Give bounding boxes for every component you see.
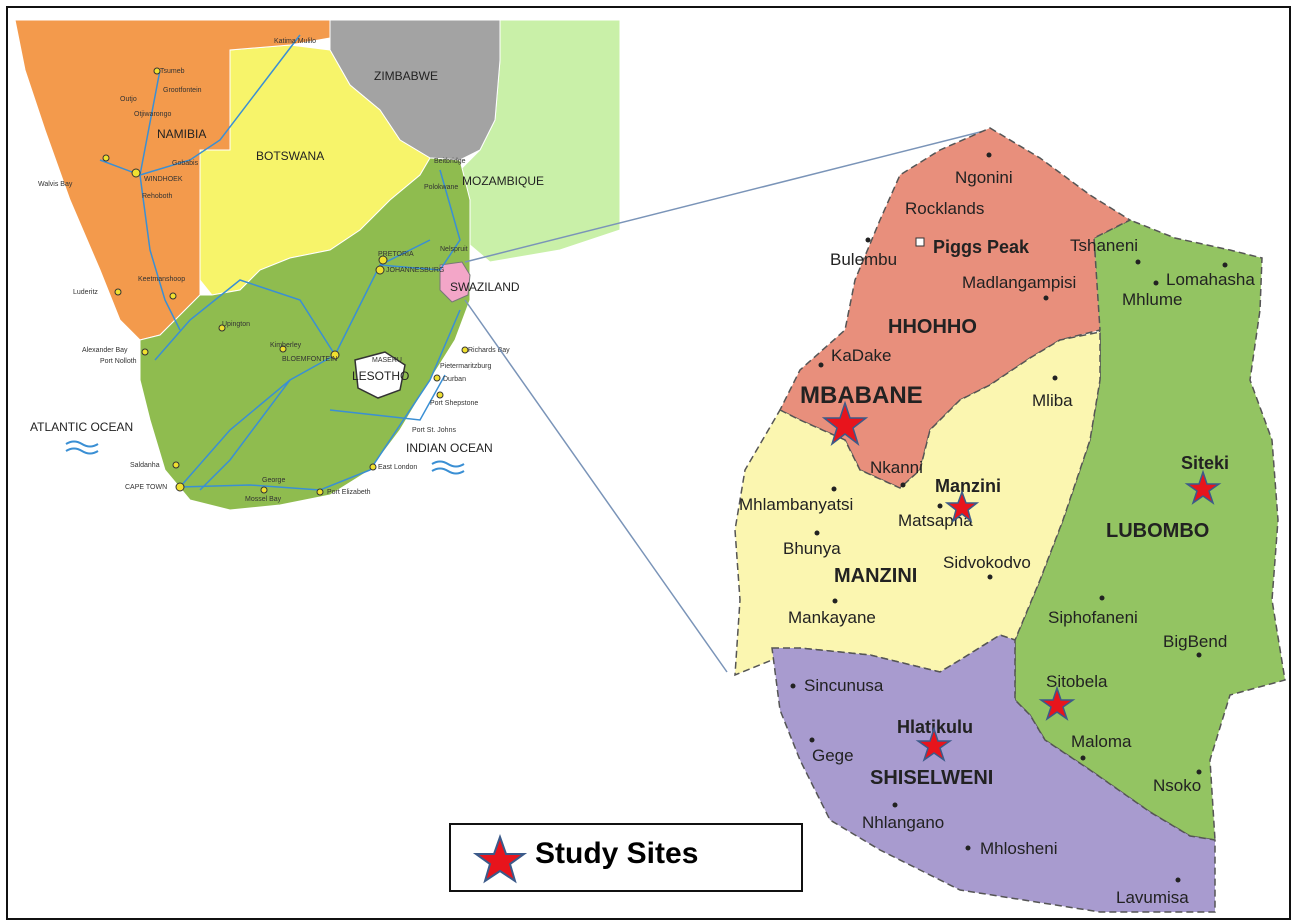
city-label-rehoboth: Rehoboth (142, 193, 172, 200)
town-label-mankayane: Mankayane (788, 608, 876, 627)
town-label-mhlume: Mhlume (1122, 290, 1182, 309)
study-site-star-icon (944, 489, 980, 523)
town-label-siphofaneni: Siphofaneni (1048, 608, 1138, 627)
town-label-bhunya: Bhunya (783, 539, 841, 558)
town-label-siteki: Siteki (1181, 453, 1229, 473)
study-site-star-icon (821, 400, 869, 447)
red-star-icon (472, 833, 528, 884)
town-label-kadake: KaDake (831, 346, 891, 365)
study-site-markers (821, 400, 1222, 762)
region-label-manzini: MANZINI (834, 565, 917, 587)
zoom-callout-lines (464, 129, 989, 673)
city-label-mossel-bay: Mossel Bay (245, 496, 282, 503)
botswana-label: BOTSWANA (256, 149, 324, 163)
city-markers (102, 67, 469, 496)
city-label-walvis-bay: Walvis Bay (38, 181, 73, 188)
city-label-richards-bay: Richards Bay (468, 347, 510, 354)
city-label-tsumeb: Tsumeb (160, 68, 185, 75)
indian-ocean-label: INDIAN OCEAN (406, 441, 493, 455)
city-label-luderitz: Luderitz (73, 289, 98, 296)
town-label-mhlosheni: Mhlosheni (980, 839, 1058, 858)
city-label-nelspruit: Nelspruit (440, 246, 468, 253)
city-label-port-elizabeth: Port Elizabeth (327, 489, 371, 496)
town-label-lavumisa: Lavumisa (1116, 888, 1189, 907)
city-label-grootfontein: Grootfontein (163, 87, 202, 94)
swaziland-inset-territory (439, 261, 471, 303)
city-label-alexander-bay: Alexander Bay (82, 347, 128, 354)
town-label-mhlambanyatsi: Mhlambanyatsi (739, 495, 853, 514)
city-label-windhoek: WINDHOEK (144, 176, 183, 183)
south-africa-territory (139, 157, 471, 511)
city-label-bloemfontein: BLOEMFONTEIN (282, 356, 337, 363)
town-label-madlangampisi: Madlangampisi (962, 273, 1076, 292)
town-label-sitobela: Sitobela (1046, 672, 1108, 691)
study-site-star-icon (1038, 685, 1076, 721)
town-label-nsoko: Nsoko (1153, 776, 1201, 795)
road-network (99, 34, 461, 491)
southern-africa-inset-map: NAMIBIA BOTSWANA ZIMBABWE MOZAMBIQUE SWA… (14, 19, 621, 511)
town-label-tshaneni: Tshaneni (1070, 236, 1138, 255)
town-label-piggs-peak: Piggs Peak (933, 237, 1030, 257)
city-label-kimberley: Kimberley (270, 342, 302, 349)
region-label-hhohho: HHOHHO (888, 316, 977, 338)
legend-label: Study Sites (535, 837, 699, 870)
town-label-sincunusa: Sincunusa (804, 676, 884, 695)
city-label-polokwane: Polokwane (424, 184, 458, 191)
city-label-upington: Upington (222, 321, 250, 328)
swaziland-label: SWAZILAND (450, 280, 520, 294)
town-label-manzini: Manzini (935, 476, 1001, 496)
city-label-katima-mulilo: Katima Mulilo (274, 38, 316, 45)
town-label-bigbend: BigBend (1163, 632, 1227, 651)
mozambique-label: MOZAMBIQUE (462, 174, 544, 188)
city-label-johannesburg: JOHANNESBURG (386, 267, 444, 274)
town-markers (790, 152, 1228, 883)
town-label-nkanni: Nkanni (870, 458, 923, 477)
lesotho-label: LESOTHO (352, 369, 409, 383)
city-label-pretoria: PRETORIA (378, 251, 414, 258)
town-label-rocklands: Rocklands (905, 199, 984, 218)
city-label-cape-town: CAPE TOWN (125, 484, 167, 491)
region-label-shiselweni: SHISELWENI (870, 767, 993, 789)
city-label-east-london: East London (378, 464, 417, 471)
lesotho-territory (354, 351, 406, 399)
town-label-bulembu: Bulembu (830, 250, 897, 269)
city-label-keetmanshoop: Keetmanshoop (138, 276, 185, 283)
piggs-peak-marker (915, 237, 925, 247)
capital-label-mbabane: MBABANE (800, 382, 923, 409)
city-label-maseru: MASERU (372, 357, 402, 364)
legend: Study Sites (449, 823, 803, 892)
town-label-gege: Gege (812, 746, 854, 765)
lubombo-region (1014, 219, 1286, 841)
manzini-region (734, 331, 1101, 677)
city-label-port-nolloth: Port Nolloth (100, 358, 137, 365)
town-label-nhlangano: Nhlangano (862, 813, 944, 832)
city-label-gobabis: Gobabis (172, 160, 199, 167)
town-label-maloma: Maloma (1071, 732, 1132, 751)
city-label-durban: Durban (443, 376, 466, 383)
study-site-star-icon (1184, 469, 1222, 505)
city-label-pietermaritzburg: Pietermaritzburg (440, 363, 491, 370)
city-label-beitbridge: Beitbridge (434, 158, 466, 165)
zimbabwe-label: ZIMBABWE (374, 69, 438, 83)
city-label-port-shepstone: Port Shepstone (430, 400, 478, 407)
city-label-otjiwarongo: Otjiwarongo (134, 111, 171, 118)
wave-icons (65, 440, 465, 475)
town-label-ngonini: Ngonini (955, 168, 1013, 187)
town-label-mliba: Mliba (1032, 391, 1073, 410)
town-label-hlatikulu: Hlatikulu (897, 717, 973, 737)
city-label-saldanha: Saldanha (130, 462, 160, 469)
city-label-outjo: Outjo (120, 96, 137, 103)
region-label-lubombo: LUBOMBO (1106, 520, 1209, 542)
swaziland-detail-map (734, 127, 1286, 913)
study-site-star-icon (915, 726, 953, 762)
shiselweni-region (771, 634, 1216, 913)
city-label-george: George (262, 477, 285, 484)
atlantic-ocean-label: ATLANTIC OCEAN (30, 420, 133, 434)
town-label-lomahasha: Lomahasha (1166, 270, 1255, 289)
namibia-label: NAMIBIA (157, 127, 206, 141)
town-label-sidvokodvo: Sidvokodvo (943, 553, 1031, 572)
city-label-port-st-johns: Port St. Johns (412, 427, 456, 434)
